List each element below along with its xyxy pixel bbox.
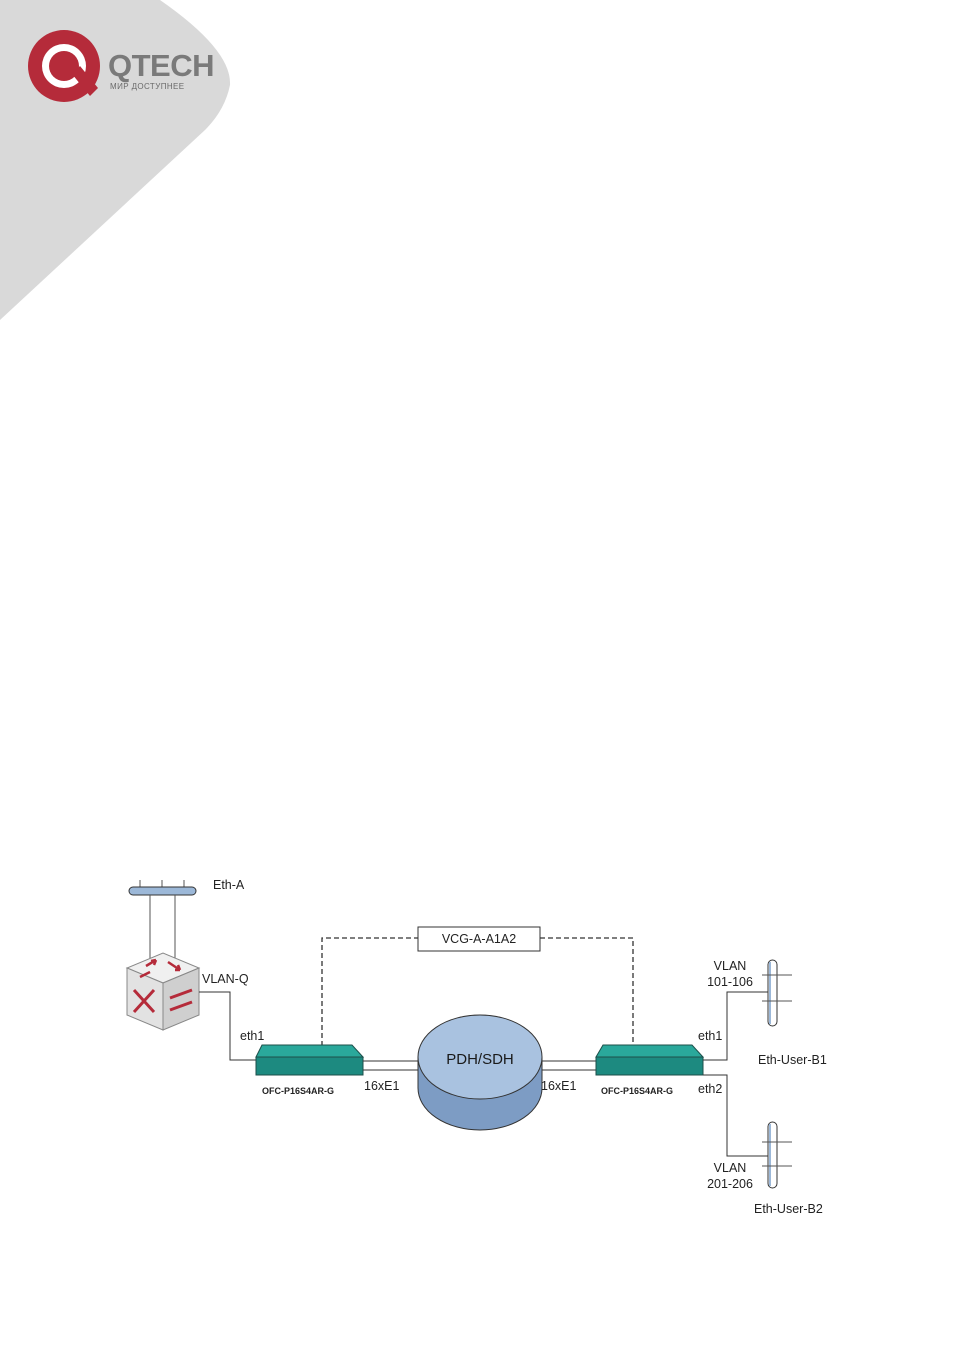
left-16xe1-label: 16xE1 [364, 1079, 399, 1093]
vcg-label: VCG-A-A1A2 [442, 932, 516, 946]
eth-user-b2-label: Eth-User-B2 [754, 1202, 823, 1216]
eth-a-bus [129, 880, 196, 960]
left-device-label: OFC-P16S4AR-G [262, 1086, 334, 1096]
switch-icon [127, 953, 199, 1030]
eth-user-b2-bus [762, 1122, 792, 1188]
vlan-b1-name-label: VLAN [714, 959, 747, 973]
vlan-b1-range-label: 101-106 [707, 975, 753, 989]
eth-user-b1-label: Eth-User-B1 [758, 1053, 827, 1067]
pdh-sdh-ring-icon [418, 1015, 542, 1130]
eth-user-b1-bus [762, 960, 792, 1026]
right-eth2-label: eth2 [698, 1082, 722, 1096]
right-device-icon [596, 1045, 703, 1075]
pdh-sdh-label: PDH/SDH [446, 1051, 514, 1068]
left-eth1-label: eth1 [240, 1029, 264, 1043]
left-device-icon [256, 1045, 363, 1075]
vlan-b2-name-label: VLAN [714, 1161, 747, 1175]
right-device-label: OFC-P16S4AR-G [601, 1086, 673, 1096]
right-16xe1-label: 16xE1 [541, 1079, 576, 1093]
eth-a-label: Eth-A [213, 878, 245, 892]
vlan-b2-range-label: 201-206 [707, 1177, 753, 1191]
vlan-q-label: VLAN-Q [202, 972, 249, 986]
right-eth1-label: eth1 [698, 1029, 722, 1043]
